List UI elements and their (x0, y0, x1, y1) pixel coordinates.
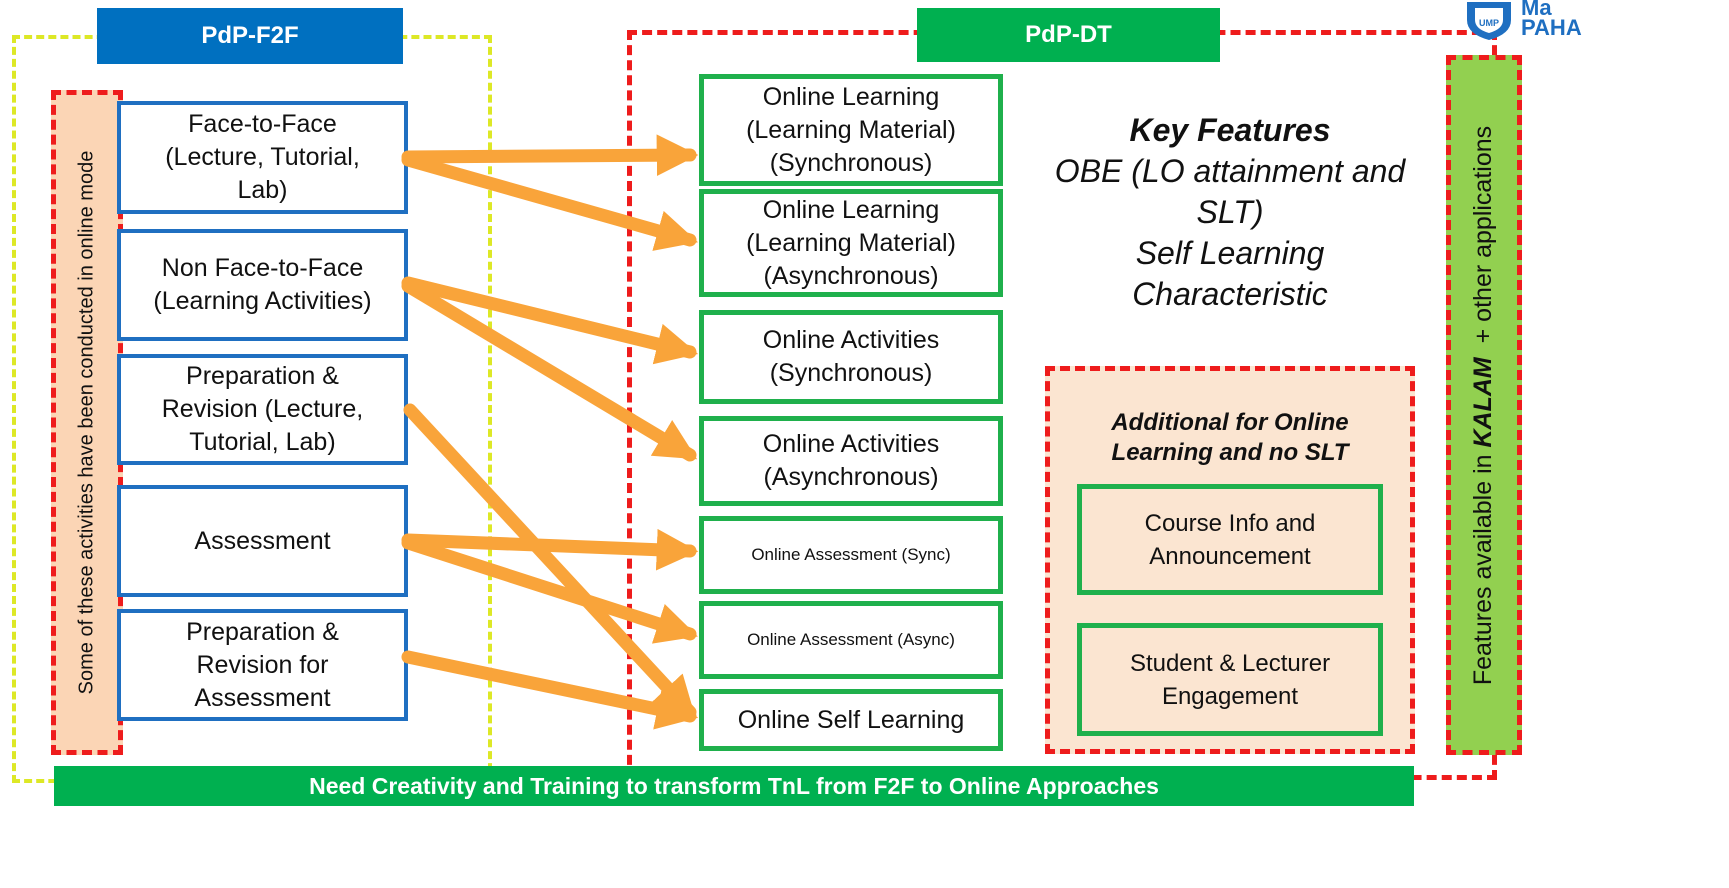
f2f-box-face-to-face: Face-to-Face(Lecture, Tutorial,Lab) (117, 101, 408, 214)
f2f-box-preparation-revision: Preparation &Revision (Lecture,Tutorial,… (117, 354, 408, 465)
online-mode-note: Some of these activities have been condu… (51, 90, 123, 755)
bottom-banner: Need Creativity and Training to transfor… (54, 766, 1414, 806)
f2f-header: PdP-F2F (97, 8, 403, 64)
f2f-box-non-face-to-face: Non Face-to-Face(Learning Activities) (117, 229, 408, 341)
additional-title: Additional for Online Learning and no SL… (1111, 409, 1349, 466)
kalam-features-note: Features available in KALAM + other appl… (1446, 55, 1522, 755)
dt-box-online-learning-sync: Online Learning(Learning Material)(Synch… (699, 74, 1003, 186)
dt-box-online-assessment-sync: Online Assessment (Sync) (699, 516, 1003, 594)
dt-header: PdP-DT (917, 8, 1220, 62)
svg-text:UMP: UMP (1479, 18, 1499, 28)
ump-shield-icon: UMP (1467, 2, 1511, 40)
dt-box-online-self-learning: Online Self Learning (699, 689, 1003, 751)
dt-box-online-assessment-async: Online Assessment (Async) (699, 601, 1003, 679)
f2f-box-assessment: Assessment (117, 485, 408, 597)
key-features-title: Key Features (1129, 112, 1331, 148)
dt-box-online-activities-sync: Online Activities(Synchronous) (699, 310, 1003, 404)
key-features-text: Key Features OBE (LO attainment and SLT)… (1030, 110, 1430, 312)
dt-box-online-activities-async: Online Activities(Asynchronous) (699, 416, 1003, 506)
university-logo: UMP Ma PAHA (1465, 0, 1729, 40)
dt-box-online-learning-async: Online Learning(Learning Material)(Async… (699, 189, 1003, 297)
kalam-emphasis: KALAM (1469, 356, 1498, 448)
